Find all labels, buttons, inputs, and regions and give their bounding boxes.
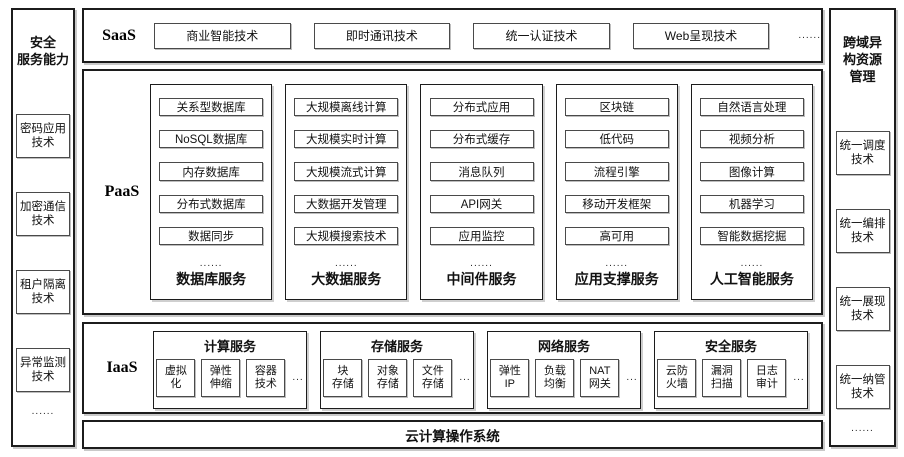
iaas-layer: IaaS 计算服务 虚拟 化 弹性 伸缩 容器 技术 ... 存储服务 块 存储… bbox=[82, 322, 823, 414]
service-item: 弹性 IP bbox=[490, 359, 530, 397]
iaas-group-storage: 存储服务 块 存储 对象 存储 文件 存储 ... bbox=[320, 331, 474, 409]
service-item-business-intelligence: 商业智能技术 bbox=[154, 22, 291, 49]
paas-columns: 关系型数据库 NoSQL数据库 内存数据库 分布式数据库 数据同步 ......… bbox=[150, 84, 814, 300]
saas-label: SaaS bbox=[102, 26, 136, 44]
service-item: 图像计算 bbox=[699, 162, 804, 181]
paas-column-middleware: 分布式应用 分布式缓存 消息队列 API网关 应用监控 ...... 中间件服务 bbox=[420, 84, 543, 300]
service-item: 容器 技术 bbox=[246, 359, 286, 397]
service-item: 高可用 bbox=[564, 226, 669, 246]
service-item: 数据同步 bbox=[159, 226, 264, 246]
service-item-instant-messaging: 即时通讯技术 bbox=[313, 22, 451, 49]
saas-layer: SaaS 商业智能技术 即时通讯技术 统一认证技术 Web呈现技术 ...... bbox=[82, 8, 823, 63]
paas-label: PaaS bbox=[104, 183, 140, 200]
service-item: 智能数据挖掘 bbox=[699, 226, 804, 246]
ellipsis: ...... bbox=[31, 406, 55, 418]
iaas-group-network: 网络服务 弹性 IP 负载 均衡 NAT 网关 ... bbox=[487, 331, 641, 409]
service-item: 视频分析 bbox=[699, 130, 804, 149]
security-capability-panel: 安全 服务能力 密码应用 技术 加密通信 技术 租户隔离 技术 异常监测 技术 … bbox=[11, 8, 75, 447]
service-item: 大规模实时计算 bbox=[294, 130, 399, 149]
ellipsis: ...... bbox=[334, 258, 358, 270]
service-item: 虚拟 化 bbox=[156, 359, 196, 397]
sidebar-item-encrypted-comm: 加密通信 技术 bbox=[16, 192, 70, 237]
sidebar-item-unified-scheduling: 统一调度 技术 bbox=[835, 131, 890, 176]
ellipsis: ... bbox=[626, 372, 638, 383]
service-item: NoSQL数据库 bbox=[159, 130, 264, 149]
iaas-group-title: 存储服务 bbox=[370, 339, 423, 354]
paas-column-ai: 自然语言处理 视频分析 图像计算 机器学习 智能数据挖掘 ...... 人工智能… bbox=[690, 84, 814, 300]
ellipsis: ...... bbox=[798, 29, 821, 41]
iaas-group-items: 块 存储 对象 存储 文件 存储 ... bbox=[323, 359, 470, 397]
ellipsis: ... bbox=[459, 372, 471, 383]
ellipsis: ...... bbox=[740, 258, 764, 270]
ellipsis: ...... bbox=[199, 258, 223, 270]
ellipsis: ...... bbox=[470, 258, 493, 270]
service-item: 低代码 bbox=[564, 130, 669, 149]
iaas-group-security: 安全服务 云防 火墙 漏洞 扫描 日志 审计 ... bbox=[654, 331, 808, 409]
paas-column-title: 大数据服务 bbox=[311, 271, 382, 288]
sidebar-item-tenant-isolation: 租户隔离 技术 bbox=[16, 270, 70, 315]
service-item: 区块链 bbox=[564, 98, 669, 117]
paas-column-title: 应用支撑服务 bbox=[574, 271, 659, 288]
cross-domain-resource-panel: 跨域异 构资源 管理 统一调度 技术 统一编排 技术 统一展现 技术 统一纳管 … bbox=[829, 8, 896, 447]
iaas-group-compute: 计算服务 虚拟 化 弹性 伸缩 容器 技术 ... bbox=[153, 331, 307, 409]
sidebar-item-unified-management: 统一纳管 技术 bbox=[835, 365, 890, 410]
service-item: 对象 存储 bbox=[368, 359, 408, 397]
service-item: 文件 存储 bbox=[413, 359, 453, 397]
service-item: 移动开发框架 bbox=[564, 194, 669, 213]
ellipsis: ...... bbox=[605, 258, 629, 270]
sidebar-item-anomaly-monitoring: 异常监测 技术 bbox=[16, 348, 70, 393]
paas-column-title: 数据库服务 bbox=[176, 271, 247, 288]
service-item: 负载 均衡 bbox=[535, 359, 575, 397]
ellipsis: ... bbox=[292, 372, 304, 383]
iaas-group-items: 弹性 IP 负载 均衡 NAT 网关 ... bbox=[490, 359, 637, 397]
iaas-group-title: 网络服务 bbox=[537, 339, 590, 354]
cloud-os-bar: 云计算操作系统 bbox=[82, 420, 823, 449]
service-item: 日志 审计 bbox=[747, 359, 787, 397]
sidebar-item-password-tech: 密码应用 技术 bbox=[16, 114, 70, 159]
iaas-label: IaaS bbox=[106, 359, 138, 376]
service-item: 大数据开发管理 bbox=[294, 194, 399, 213]
service-item: NAT 网关 bbox=[580, 359, 620, 397]
service-item: 云防 火墙 bbox=[657, 359, 697, 397]
service-item: 流程引擎 bbox=[564, 162, 669, 181]
ellipsis: ... bbox=[793, 372, 805, 383]
iaas-group-items: 云防 火墙 漏洞 扫描 日志 审计 ... bbox=[657, 359, 804, 397]
service-item: 自然语言处理 bbox=[699, 98, 804, 117]
service-item: 机器学习 bbox=[699, 194, 804, 213]
paas-column-title: 中间件服务 bbox=[446, 271, 517, 288]
iaas-group-title: 计算服务 bbox=[203, 339, 256, 354]
service-item: API网关 bbox=[429, 194, 534, 213]
iaas-group-items: 虚拟 化 弹性 伸缩 容器 技术 ... bbox=[156, 359, 303, 397]
service-item: 分布式应用 bbox=[429, 98, 534, 117]
service-item: 漏洞 扫描 bbox=[702, 359, 742, 397]
sidebar-item-unified-presentation: 统一展现 技术 bbox=[835, 287, 890, 332]
paas-column-appsupport: 区块链 低代码 流程引擎 移动开发框架 高可用 ...... 应用支撑服务 bbox=[555, 84, 678, 300]
iaas-groups: 计算服务 虚拟 化 弹性 伸缩 容器 技术 ... 存储服务 块 存储 对象 存… bbox=[153, 331, 808, 409]
service-item: 分布式缓存 bbox=[429, 130, 534, 149]
service-item: 内存数据库 bbox=[159, 162, 264, 181]
paas-column-title: 人工智能服务 bbox=[709, 271, 794, 288]
cross-domain-resource-title: 跨域异 构资源 管理 bbox=[842, 35, 882, 85]
paas-column-database: 关系型数据库 NoSQL数据库 内存数据库 分布式数据库 数据同步 ......… bbox=[150, 84, 273, 300]
security-capability-title: 安全 服务能力 bbox=[16, 35, 69, 68]
service-item: 大规模流式计算 bbox=[294, 162, 399, 181]
service-item: 块 存储 bbox=[323, 359, 363, 397]
service-item: 分布式数据库 bbox=[159, 194, 264, 213]
service-item: 大规模离线计算 bbox=[294, 98, 399, 117]
service-item-unified-auth: 统一认证技术 bbox=[473, 22, 610, 49]
sidebar-item-unified-orchestration: 统一编排 技术 bbox=[835, 209, 890, 254]
service-item: 消息队列 bbox=[429, 162, 534, 181]
service-item: 大规模搜索技术 bbox=[294, 226, 399, 246]
service-item-web-presentation: Web呈现技术 bbox=[632, 22, 770, 49]
cloud-os-label: 云计算操作系统 bbox=[405, 428, 500, 444]
service-item: 关系型数据库 bbox=[159, 98, 264, 117]
service-item: 应用监控 bbox=[429, 226, 534, 246]
ellipsis: ...... bbox=[851, 423, 874, 435]
paas-column-bigdata: 大规模离线计算 大规模实时计算 大规模流式计算 大数据开发管理 大规模搜索技术 … bbox=[285, 84, 408, 300]
paas-layer: PaaS 关系型数据库 NoSQL数据库 内存数据库 分布式数据库 数据同步 .… bbox=[82, 69, 823, 315]
service-item: 弹性 伸缩 bbox=[201, 359, 241, 397]
iaas-group-title: 安全服务 bbox=[704, 339, 757, 354]
